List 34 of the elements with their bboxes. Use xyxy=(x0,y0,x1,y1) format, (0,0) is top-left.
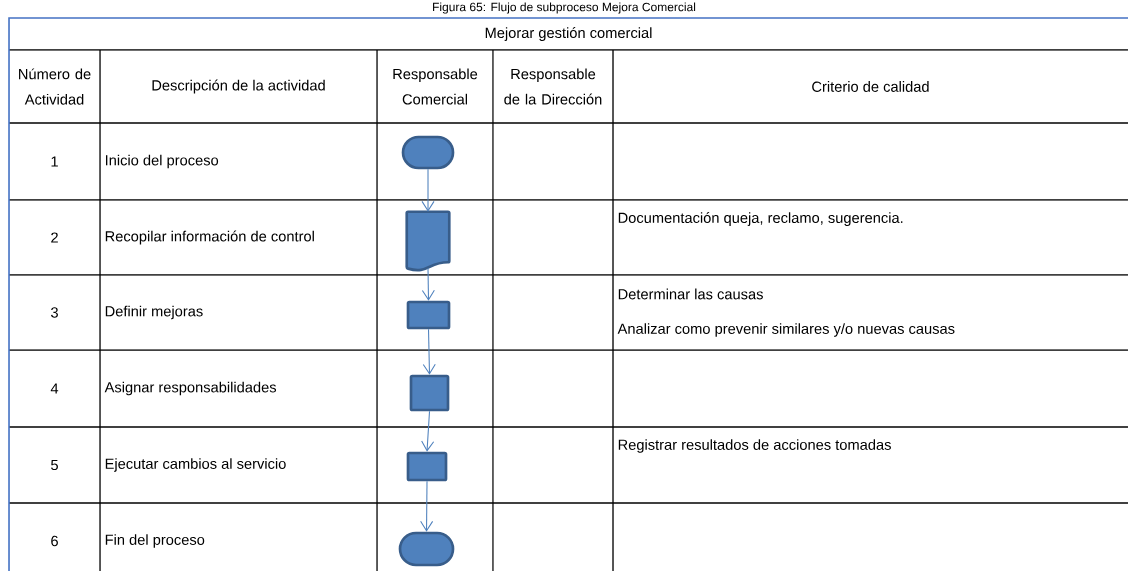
arrow xyxy=(421,410,435,452)
arrow xyxy=(420,480,434,532)
cell-text: Analizar como prevenir similares y/o nuevas causas xyxy=(617,323,955,337)
cell-text: Determinar las causas xyxy=(618,288,763,300)
header-text: Criterio de calidad xyxy=(812,81,929,92)
terminal-shape xyxy=(398,531,455,567)
process-box xyxy=(406,451,448,482)
cell-text: Documentación queja, reclamo, sugerencia. xyxy=(618,212,903,226)
process-box xyxy=(409,374,450,412)
cell-text: 2 xyxy=(51,232,58,243)
terminal-shape xyxy=(401,135,455,170)
figure-title: Figura 65: Flujo de subproceso Mejora Comercial xyxy=(433,2,696,14)
document-shape xyxy=(405,210,451,272)
header-text: Descripción de la actividad xyxy=(152,79,325,94)
arrow xyxy=(422,328,436,375)
cell-text: Definir mejoras xyxy=(105,305,203,320)
header-text: Número de Actividad xyxy=(19,68,91,105)
arrow xyxy=(421,168,435,212)
cell-text: 5 xyxy=(51,459,58,471)
cell-text: Asignar responsabilidades xyxy=(104,381,277,396)
cell-text: Recopilar información de control xyxy=(105,230,314,245)
cell-text: 6 xyxy=(51,535,58,547)
cell-text: 3 xyxy=(51,307,58,318)
header-text: Responsable Comercial xyxy=(393,68,478,105)
cell-text: Inicio del proceso xyxy=(105,154,219,169)
arrow xyxy=(421,267,435,301)
header-text: Mejorar gestión comercial xyxy=(485,27,652,41)
cell-text: Ejecutar cambios al servicio xyxy=(105,458,286,472)
cell-text: Registrar resultados de acciones tomadas xyxy=(618,439,891,453)
cell-text: 4 xyxy=(50,383,59,394)
header-text: Responsable de la Dirección xyxy=(504,68,602,105)
cell-text: Fin del proceso xyxy=(105,534,205,548)
process-box xyxy=(406,300,451,330)
cell-text: 1 xyxy=(51,156,58,167)
